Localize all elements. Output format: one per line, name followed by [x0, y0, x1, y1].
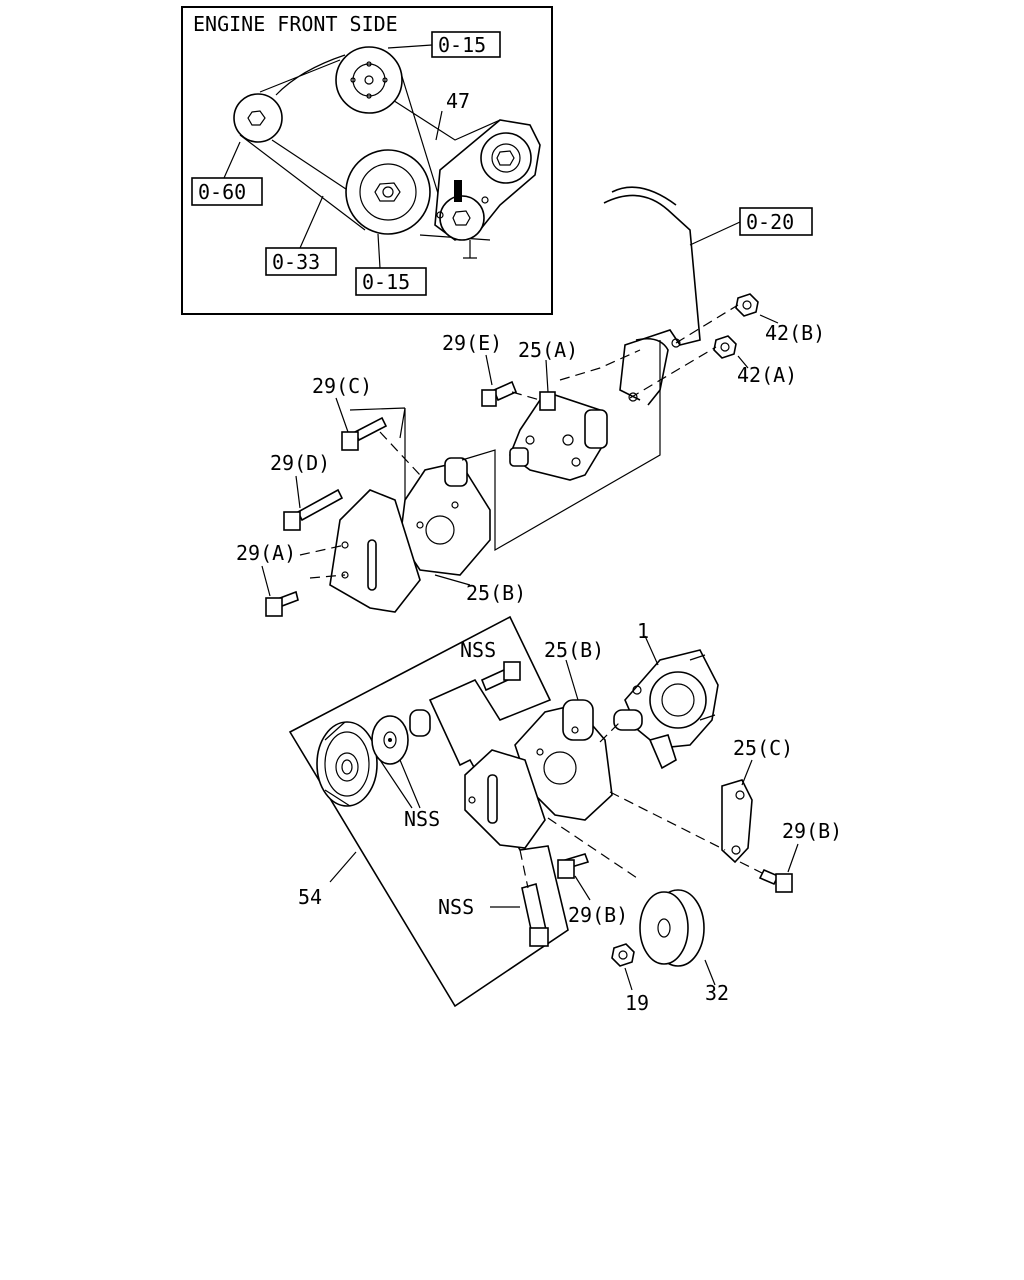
- label-29e: 29(E): [442, 331, 502, 355]
- bracket-25b-lower-icon: [464, 699, 613, 849]
- inset-panel: ENGINE FRONT SIDE: [181, 6, 553, 315]
- label-19: 19: [625, 991, 649, 1015]
- label-32: 32: [705, 981, 729, 1005]
- ref-belt-number: 47: [446, 89, 470, 113]
- label-29b-lower: 29(B): [568, 903, 628, 927]
- nut-19-icon: [611, 943, 635, 967]
- ref-left-pulley: 0-60: [198, 180, 246, 204]
- bracket-25a-icon: [509, 391, 608, 481]
- leader-0-20: [689, 221, 741, 246]
- label-25c: 25(C): [733, 736, 793, 760]
- nss-top-bolt-icon: [480, 661, 521, 692]
- pulley-32-icon: [639, 889, 705, 967]
- label-54: 54: [298, 885, 322, 909]
- top-pulley-icon: [335, 46, 403, 114]
- ref-belt: 0-33: [272, 250, 320, 274]
- label-25a: 25(A): [518, 338, 578, 362]
- bolt-29b-right-icon: [758, 868, 793, 893]
- kit-54-outline: [288, 615, 569, 1008]
- bolt-29e-icon: [481, 380, 518, 407]
- engine-bracket-icon: [603, 186, 701, 406]
- ref-crank-pulley: 0-15: [362, 270, 410, 294]
- nss-bolt-icon: [521, 882, 549, 947]
- connector-outline-upper: [349, 340, 661, 552]
- label-pump: 1: [637, 619, 649, 643]
- bolt-29b-lower-icon: [557, 853, 590, 879]
- bolt-29c-icon: [341, 416, 388, 451]
- label-42a: 42(A): [737, 363, 797, 387]
- inset-title: ENGINE FRONT SIDE: [193, 12, 398, 36]
- label-nss-mid: NSS: [404, 807, 440, 831]
- crank-pulley-icon: [345, 149, 431, 235]
- nut-42b-icon: [735, 293, 759, 317]
- left-pulley-icon: [233, 93, 283, 143]
- tensioner-bracket-icon: [434, 119, 541, 259]
- pulley-icon: [316, 721, 378, 807]
- bracket-25b-upper-icon: [329, 457, 491, 613]
- label-29a: 29(A): [236, 541, 296, 565]
- label-42b: 42(B): [765, 321, 825, 345]
- nut-axis-lines: [629, 304, 739, 399]
- label-25b-upper: 25(B): [466, 581, 526, 605]
- bracket-25c-icon: [721, 779, 753, 864]
- label-29b-right: 29(B): [782, 819, 842, 843]
- belt-path: [239, 54, 501, 241]
- ref-bracket: 0-20: [746, 210, 794, 234]
- bolt-29a-icon: [265, 590, 299, 617]
- spacer-icon: [409, 709, 431, 737]
- bolt-29d-icon: [283, 488, 344, 531]
- label-nss-top: NSS: [460, 638, 496, 662]
- label-nss-bolt: NSS: [438, 895, 474, 919]
- label-25b-lower: 25(B): [544, 638, 604, 662]
- inset-leaders: [223, 44, 443, 269]
- power-steering-pump-icon: [613, 649, 719, 770]
- nut-42a-icon: [713, 335, 737, 359]
- ref-top-pulley: 0-15: [438, 33, 486, 57]
- label-29c: 29(C): [312, 374, 372, 398]
- label-29d: 29(D): [270, 451, 330, 475]
- washer-icon: [371, 715, 409, 765]
